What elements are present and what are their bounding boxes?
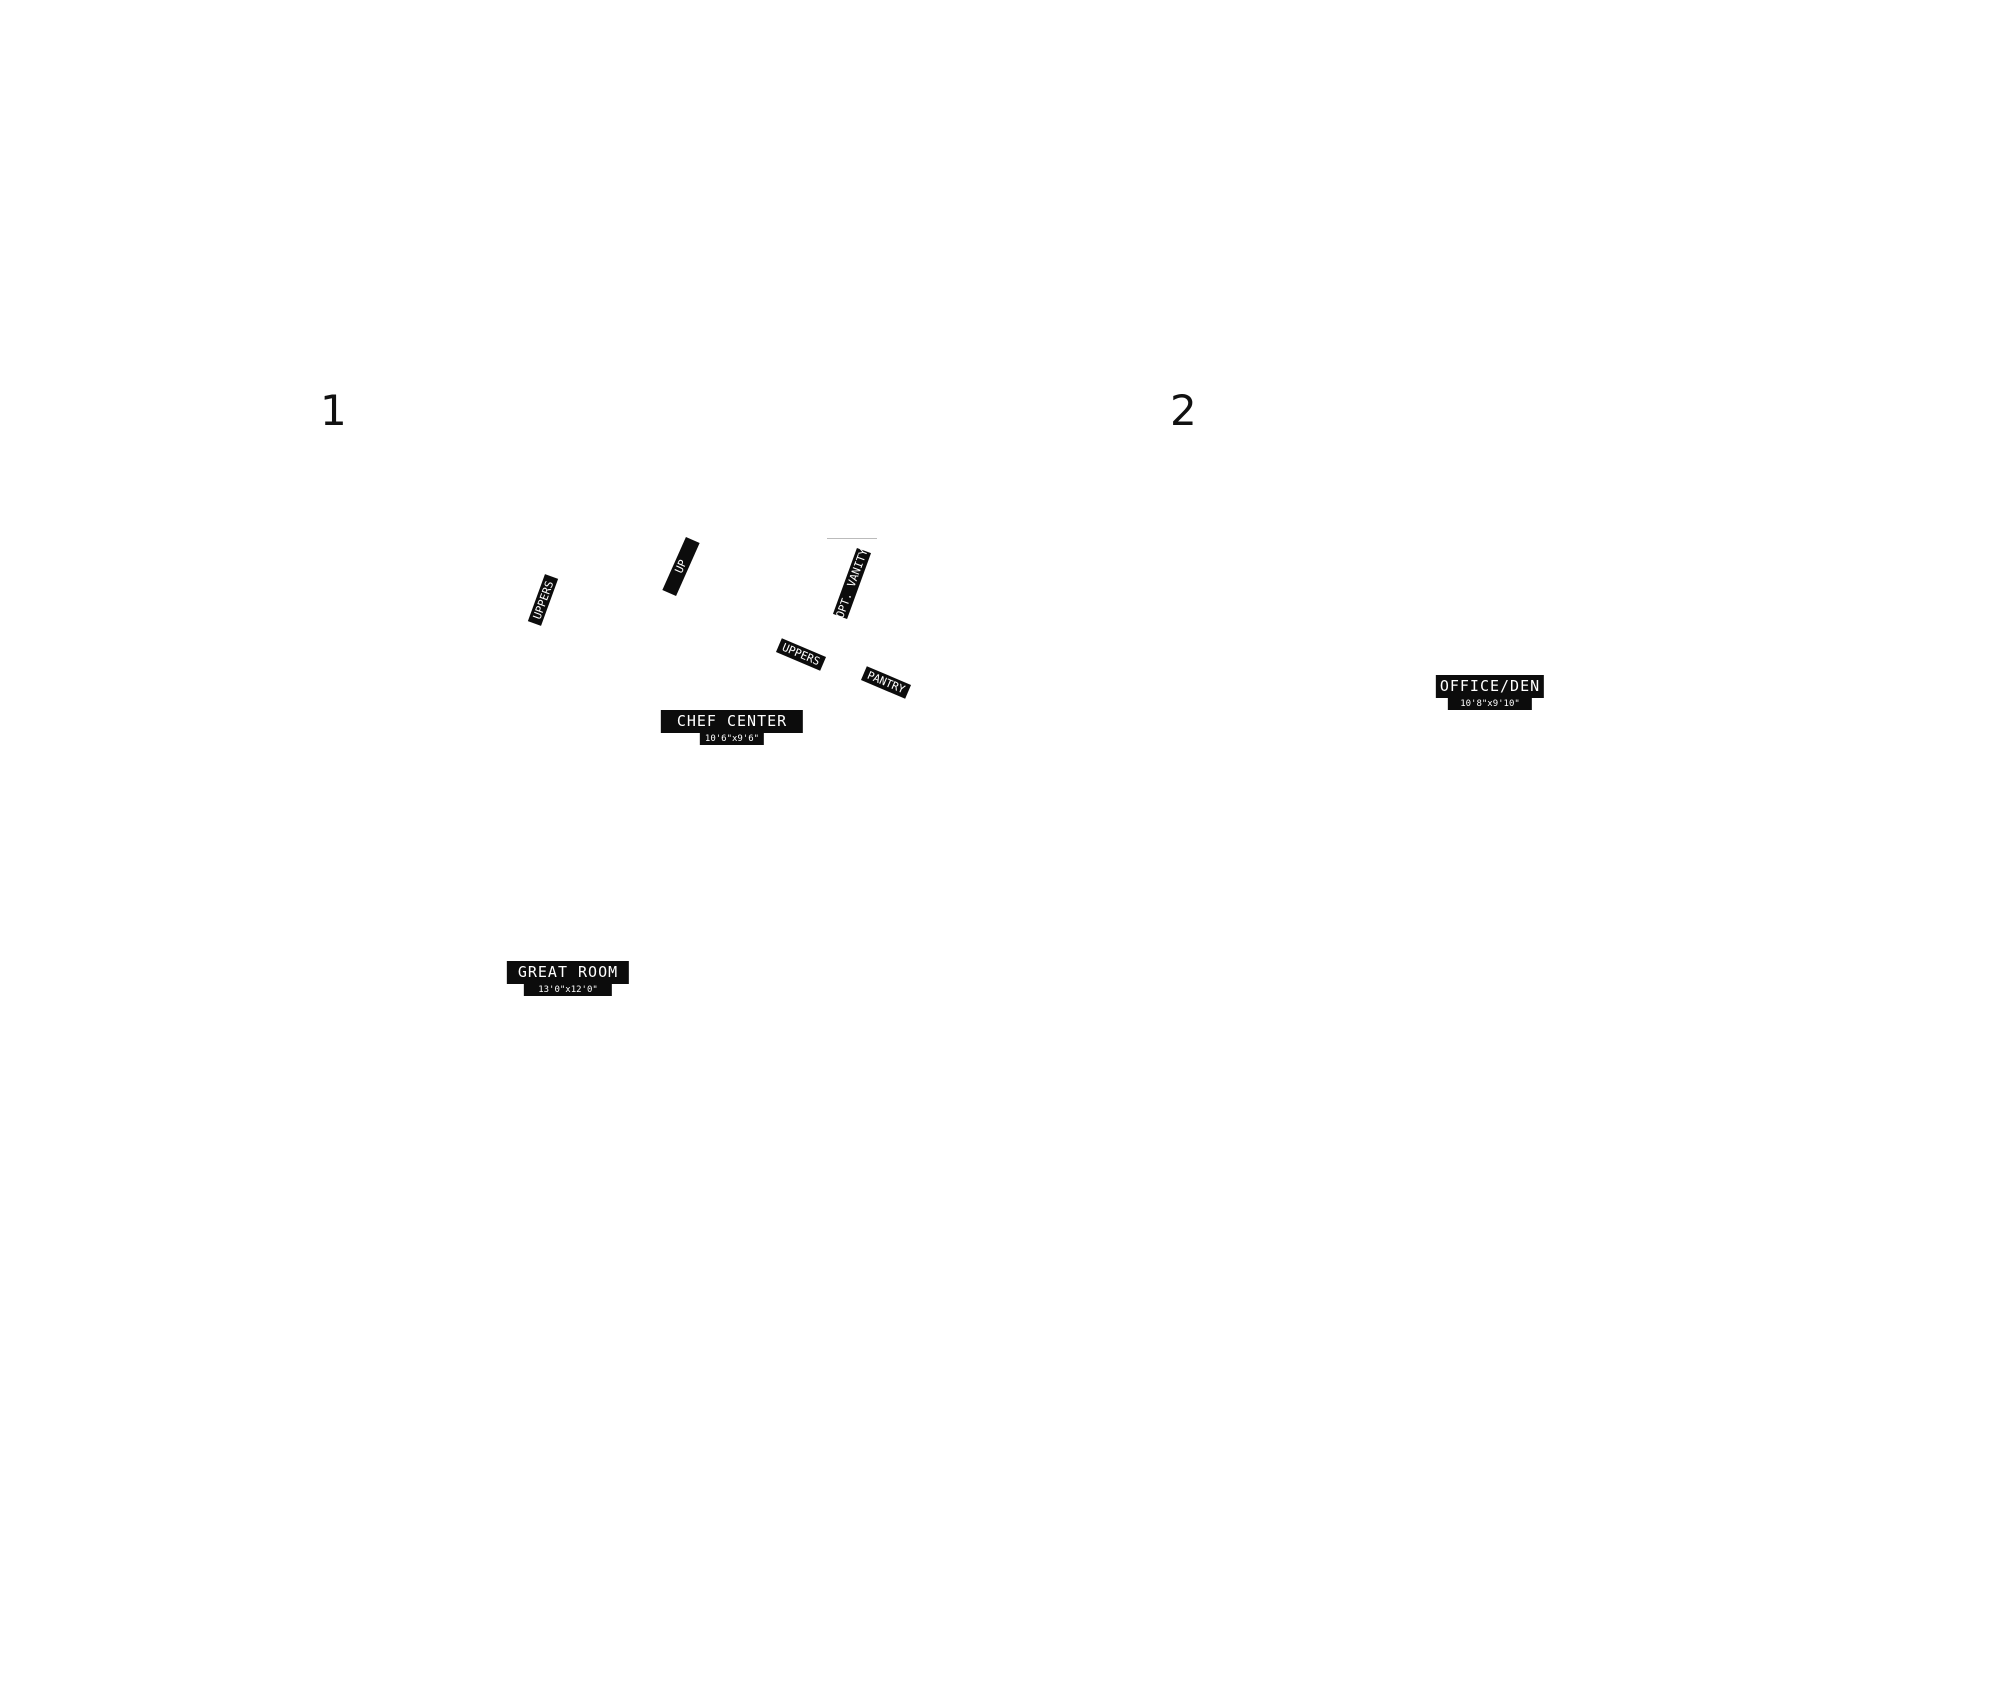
pantry-tag: PANTRY	[860, 666, 912, 699]
room-label-great-room: GREAT ROOM 13'0"x12'0"	[506, 961, 630, 996]
panel-number-2: 2	[1170, 386, 1197, 435]
room-dimensions: 10'6"x9'6"	[699, 733, 765, 745]
room-name: GREAT ROOM	[506, 961, 630, 984]
room-name: OFFICE/DEN	[1435, 675, 1545, 698]
uppers-tag-right: UPPERS	[775, 638, 827, 671]
room-label-office-den: OFFICE/DEN 10'8"x9'10"	[1435, 675, 1545, 710]
room-dimensions: 13'0"x12'0"	[524, 984, 612, 996]
room-name: CHEF CENTER	[660, 710, 804, 733]
uppers-tag-left: UPPERS	[527, 574, 559, 626]
wall-hairline	[827, 538, 877, 539]
opt-vanity-tag: OPT. VANITY	[832, 547, 872, 620]
room-dimensions: 10'8"x9'10"	[1448, 698, 1532, 710]
panel-number-1: 1	[320, 386, 347, 435]
up-stairs-tag: UP	[662, 536, 700, 597]
room-label-chef-center: CHEF CENTER 10'6"x9'6"	[660, 710, 804, 745]
